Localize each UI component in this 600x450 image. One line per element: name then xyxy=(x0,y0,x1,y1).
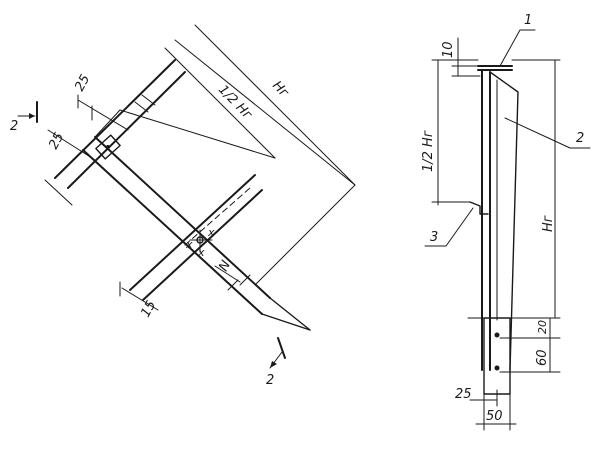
dim-half-h-right-text: 1/2 Hг xyxy=(421,130,436,172)
dim-25-top-text: 25 xyxy=(72,72,93,94)
dim-10: 10 xyxy=(441,37,481,77)
dim-60-text: 60 xyxy=(535,349,550,366)
dim-25-top: 25 xyxy=(72,72,129,131)
dim-50: 50 xyxy=(475,393,517,431)
callout-2-text: 2 xyxy=(576,131,584,146)
frame-top xyxy=(174,39,356,186)
weld-x-2: x xyxy=(207,226,215,239)
lower-rail xyxy=(129,174,263,301)
dim-n-line xyxy=(214,265,241,283)
body-taper xyxy=(489,71,519,371)
callout-3: 3 xyxy=(424,207,474,247)
callout-2: 2 xyxy=(504,117,591,149)
dim-h-right-text: Hг xyxy=(541,215,556,232)
callout-3-text: 3 xyxy=(430,230,438,245)
plate-tip-edge xyxy=(261,313,311,331)
dim-25-top-line xyxy=(77,99,129,131)
dim-20: 20 xyxy=(499,317,561,339)
lower-rail-edge-b xyxy=(142,189,263,301)
hole-plate xyxy=(95,134,121,160)
plate-edge-bottom xyxy=(82,149,263,315)
dim-half-h-line xyxy=(164,47,276,159)
plate-break xyxy=(239,274,251,286)
callout-1-leader xyxy=(499,29,521,67)
callout-1: 1 xyxy=(499,13,536,67)
dim-n: N xyxy=(214,258,241,283)
dim-25-right-text: 25 xyxy=(455,387,472,402)
upper-rail-break-2 xyxy=(141,94,156,106)
upper-rail xyxy=(54,59,186,189)
dim-25-right: 25 xyxy=(455,387,498,407)
dim-half-h-left: 1/2 Hг xyxy=(164,47,276,159)
part-1-bracket xyxy=(477,65,513,93)
dim-25-left: 25 xyxy=(44,129,96,206)
part-3-clip xyxy=(469,201,489,215)
dim-15: 15 xyxy=(119,281,159,320)
callout-3-leader xyxy=(445,207,474,247)
hole-marker xyxy=(95,134,121,160)
dim-h-right: Hг xyxy=(467,59,561,319)
weld-x-1: x xyxy=(185,238,193,251)
lower-rail-edge-a xyxy=(129,174,256,291)
hole-dot xyxy=(106,145,110,149)
dim-h-text: Hг xyxy=(269,78,291,100)
section-mark-top: 2 xyxy=(10,101,38,134)
section-mark-bottom-arrowhead xyxy=(270,361,277,368)
dim-h-left: Hг xyxy=(194,24,356,186)
callout-2-leader xyxy=(504,117,571,149)
dim-n-text: N xyxy=(216,258,234,274)
dim-half-h-right: 1/2 Hг xyxy=(421,59,479,206)
plate-tip-edge-2 xyxy=(269,297,311,331)
frame-right xyxy=(254,184,356,286)
left-view: x x x 25 25 1/2 Hг Hг xyxy=(10,24,356,388)
right-view: 10 1/2 Hг Hг 20 60 xyxy=(421,13,591,431)
dim-50-text: 50 xyxy=(486,409,503,424)
upper-rail-edge-b xyxy=(67,71,186,189)
section-mark-bottom-bar xyxy=(277,337,286,359)
section-mark-top-arrowhead xyxy=(29,113,35,119)
upper-rail-break xyxy=(134,101,149,113)
main-plate xyxy=(82,136,311,331)
dim-10-text: 10 xyxy=(441,41,456,58)
frame-lines xyxy=(94,39,356,286)
frame-mid xyxy=(119,109,276,159)
dim-25-left-text: 25 xyxy=(46,130,67,152)
base-plate xyxy=(483,317,511,395)
section-mark-bottom-text: 2 xyxy=(266,373,274,388)
dim-20-text: 20 xyxy=(536,320,549,334)
plate-edge-top xyxy=(94,136,271,299)
dim-25-left-line xyxy=(47,129,96,161)
weld-marks: x x x xyxy=(185,226,215,259)
weld-x-3: x xyxy=(197,246,205,259)
section-mark-top-text: 2 xyxy=(10,119,18,134)
part-2-body xyxy=(481,71,519,395)
callout-1-text: 1 xyxy=(524,13,532,28)
clip-shape xyxy=(469,201,489,215)
lower-rail-hidden-line xyxy=(184,187,251,246)
dim-15-text: 15 xyxy=(138,298,159,320)
dim-25-left-ext xyxy=(44,179,73,206)
dim-15-line xyxy=(121,287,159,311)
dim-60: 60 xyxy=(499,337,561,373)
upper-rail-edge-a xyxy=(54,59,176,179)
dim-h-line xyxy=(194,24,356,186)
base-hole-1 xyxy=(494,332,500,338)
section-mark-bottom: 2 xyxy=(266,337,286,388)
base-hole-2 xyxy=(494,365,500,371)
frame-mid-left xyxy=(94,109,121,138)
plate-break-2 xyxy=(227,279,239,291)
